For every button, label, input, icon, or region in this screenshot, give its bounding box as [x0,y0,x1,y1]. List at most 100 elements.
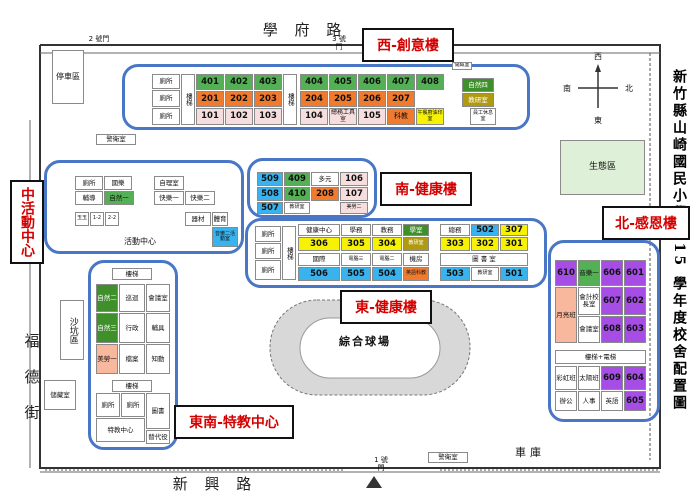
room-teacher-east-1: 教研室 [403,237,429,251]
room-301: 301 [500,237,528,251]
room-406: 406 [358,74,386,90]
west-toilet: 廁所 [152,74,180,89]
room-rest: 員工休息室 [470,108,496,125]
room-401: 401 [196,74,224,90]
room-library: 圖 書 室 [440,253,528,266]
room-206: 206 [358,91,386,107]
room-teacher-west: 教研室 [462,93,494,107]
room-english: 英語 [601,391,623,411]
room-general: 總務 [440,224,470,236]
room-academic: 學務 [341,224,371,236]
room-305: 305 [341,237,371,251]
road-south: 新 興 路 [172,474,258,493]
zone-activity [44,160,244,254]
room-kitchen: 午餐廚油印室 [416,108,444,125]
room-608: 608 [601,316,623,343]
special-toilet-1: 廁所 [96,393,120,417]
room-nature-2: 自然二 [96,284,118,312]
east-stairs: 樓梯 [282,226,296,280]
room-1-2: 1-2 [90,212,104,226]
room-meeting-special: 會議室 [146,284,170,312]
room-equipment: 器材 [185,212,211,226]
compass-east: 東 [594,116,602,126]
guard-room-south: 警衛室 [428,452,468,463]
room-105: 105 [358,108,386,125]
road-north: 學 府 路 [262,20,348,39]
gate-2: 2 號門 [88,34,110,43]
room-computer-2: 電腦二 [372,253,402,266]
room-teacher-east-2: 教研室 [471,267,499,281]
zone-south [247,158,377,218]
room-505: 505 [341,267,371,281]
room-404: 404 [300,74,328,90]
label-east-health: 東-健康樓 [340,290,432,324]
activity-center-hall: 活動中心 [124,237,156,247]
east-toilet-2: 廁所 [255,243,281,259]
entrance-arrow-icon [366,476,382,488]
room-609: 609 [601,366,623,390]
room-meeting-north: 會議室 [578,316,600,343]
room-tools: 總務工具室 [329,108,357,125]
room-intl: 國際 [298,253,340,266]
room-rainbow-class: 彩虹班 [555,366,577,390]
room-408: 408 [416,74,444,90]
room-303: 303 [440,237,470,251]
room-101: 101 [196,108,224,125]
label-north-gratitude: 北-感恩樓 [602,206,690,240]
room-106: 106 [340,172,368,186]
room-502: 502 [471,224,499,236]
parking-area: 停車區 [52,50,84,104]
room-202: 202 [225,91,253,107]
room-409: 409 [284,172,310,186]
compass-west: 西 [594,52,602,62]
room-407: 407 [387,74,415,90]
room-610: 610 [555,260,577,286]
west-toilet-2: 廁所 [152,90,180,107]
room-study: 學室 [403,224,429,236]
room-509: 509 [257,172,283,186]
room-motor: 知動 [146,344,170,374]
stairs-elevator: 樓梯+電梯 [555,350,646,364]
room-computer-3: 電腦三 [341,253,371,266]
room-205: 205 [329,91,357,107]
room-302: 302 [471,237,499,251]
room-store-west: 儲藏室 [452,62,472,70]
room-nature-3: 自然三 [96,313,118,343]
compass-south: 南 [563,84,571,94]
room-503: 503 [440,267,470,281]
room-507: 507 [257,202,283,214]
west-toilet-3: 廁所 [152,108,180,125]
room-self-care: 自理室 [154,176,184,190]
east-toilet-3: 廁所 [255,260,281,280]
room-pe: 體育 [212,212,228,226]
room-607: 607 [601,287,623,315]
room-small-1: 玉玉 [75,212,89,226]
storage-room: 儲藏室 [44,380,76,410]
room-403: 403 [254,74,282,90]
special-stairs-2: 樓梯 [112,380,152,392]
room-art-2: 美勞二 [340,202,368,214]
room-603: 603 [624,316,646,343]
map-title: 新竹縣山崎國民小學 115 學年度校舍配置圖 [671,68,687,412]
room-english-science: 英語科教 [403,267,429,281]
room-nature-4: 自然四 [462,78,494,92]
room-405: 405 [329,74,357,90]
garage: 車庫 [515,445,545,459]
road-west: 福 德 街 [22,332,41,428]
room-605: 605 [624,391,646,411]
west-stairs-1: 樓梯 [181,74,195,125]
room-304: 304 [372,237,402,251]
room-501: 501 [500,267,528,281]
special-toilet-2: 廁所 [121,393,145,417]
zone-special [88,260,178,450]
room-art-1: 美勞一 [96,344,118,374]
compass-north: 北 [625,84,633,94]
room-special-center: 特教中心 [96,418,145,442]
room-chinese-music: 國樂 [104,176,132,190]
field-label: 綜合球場 [339,334,391,348]
label-se-special: 東南-特教中心 [174,405,294,439]
room-606: 606 [601,260,623,286]
sandpit-area: 沙坑區 [60,300,84,360]
label-south-health: 南-健康樓 [380,172,472,206]
room-307: 307 [500,224,528,236]
